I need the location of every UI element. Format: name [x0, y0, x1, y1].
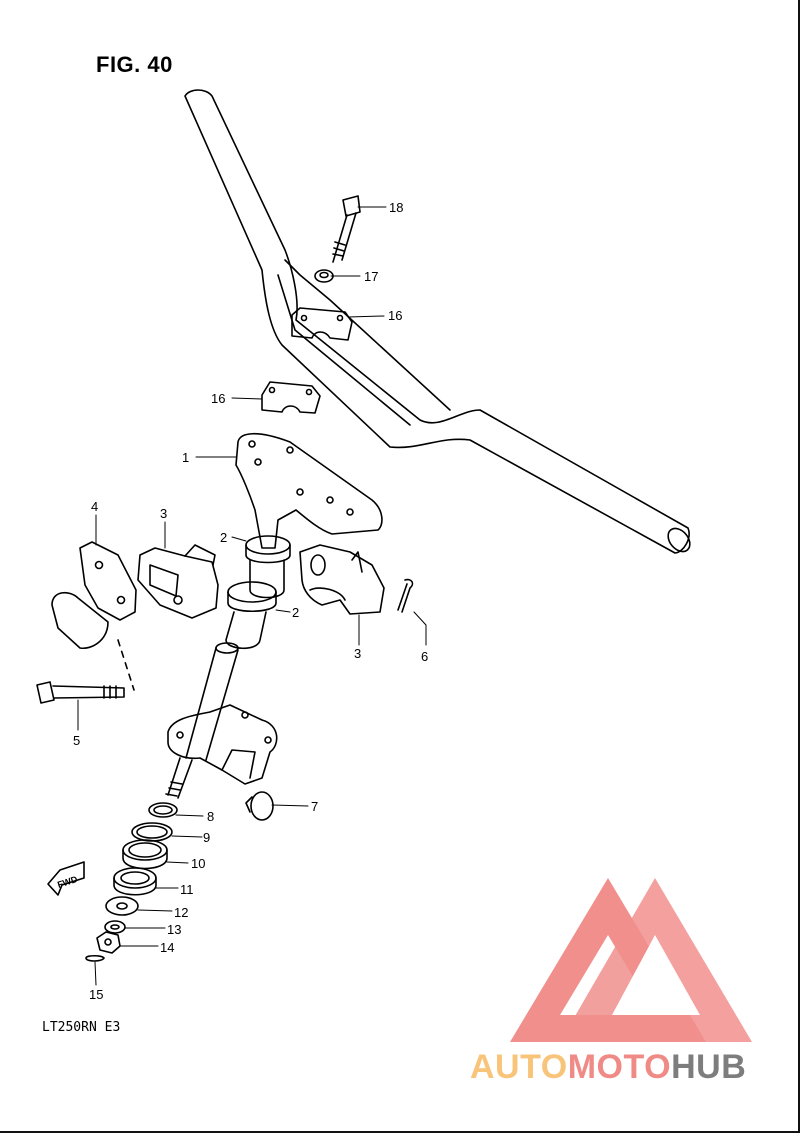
- steering-shaft-part: [165, 642, 278, 799]
- damper-part-7: [245, 791, 274, 821]
- bracket-part-4: [51, 541, 137, 691]
- callout-9: 9: [203, 830, 211, 845]
- watermark-logo-icon: [510, 878, 752, 1042]
- upper-clamp-part-16: [291, 307, 353, 341]
- oil-seal-part-8: [148, 802, 178, 818]
- nut-part-14: [96, 931, 121, 954]
- callout-14: 14: [160, 940, 175, 955]
- cotter-pin-part-15: [85, 954, 105, 962]
- callout-16-lower: 16: [211, 391, 226, 406]
- forward-arrow-icon: [47, 861, 85, 896]
- bearing-race-part-10: [122, 839, 168, 870]
- callout-4: 4: [91, 499, 99, 514]
- callout-8: 8: [207, 809, 215, 824]
- callout-13: 13: [167, 922, 182, 937]
- lower-clamp-part-16: [261, 381, 321, 414]
- callout-2-lower: 2: [292, 605, 300, 620]
- callout-10: 10: [191, 856, 206, 871]
- callout-1: 1: [182, 450, 190, 465]
- washer-part-17: [314, 269, 334, 283]
- grommet-part-2-lower: [225, 581, 277, 650]
- callout-3-left: 3: [160, 506, 168, 521]
- watermark-text-moto: MOTO: [567, 1048, 672, 1086]
- watermark-text-auto: AUTO: [470, 1048, 568, 1086]
- callout-11: 11: [180, 882, 194, 897]
- handlebar-holder-part-1: [235, 432, 383, 549]
- handlebar-part: [184, 89, 691, 554]
- callout-5: 5: [73, 733, 81, 748]
- figure-title: FIG. 40: [96, 52, 173, 77]
- bearing-part-9: [131, 822, 173, 842]
- grommet-part-2-upper: [245, 535, 291, 599]
- callout-7: 7: [311, 799, 319, 814]
- callout-3-right: 3: [354, 646, 362, 661]
- holder-part-3-right: [299, 544, 385, 615]
- callout-15: 15: [89, 987, 104, 1002]
- callout-12: 12: [174, 905, 189, 920]
- watermark-text-hub: HUB: [671, 1048, 747, 1086]
- holder-part-3-left: [137, 544, 219, 619]
- watermark-text: AUTOMOTOHUB: [470, 1048, 746, 1087]
- callout-2-upper: 2: [220, 530, 228, 545]
- callout-6: 6: [421, 649, 429, 664]
- callout-18: 18: [389, 200, 404, 215]
- bearing-race-part-11: [113, 867, 157, 896]
- callout-17: 17: [364, 269, 379, 284]
- model-code: LT250RN E3: [42, 1020, 121, 1035]
- cotter-pin-part-6: [397, 578, 414, 613]
- bolt-part-18: [332, 195, 361, 263]
- washer-part-13: [104, 920, 126, 934]
- leader-lines: [77, 206, 427, 986]
- callout-16-upper: 16: [388, 308, 403, 323]
- bolt-part-5: [36, 681, 125, 704]
- washer-part-12: [105, 896, 139, 916]
